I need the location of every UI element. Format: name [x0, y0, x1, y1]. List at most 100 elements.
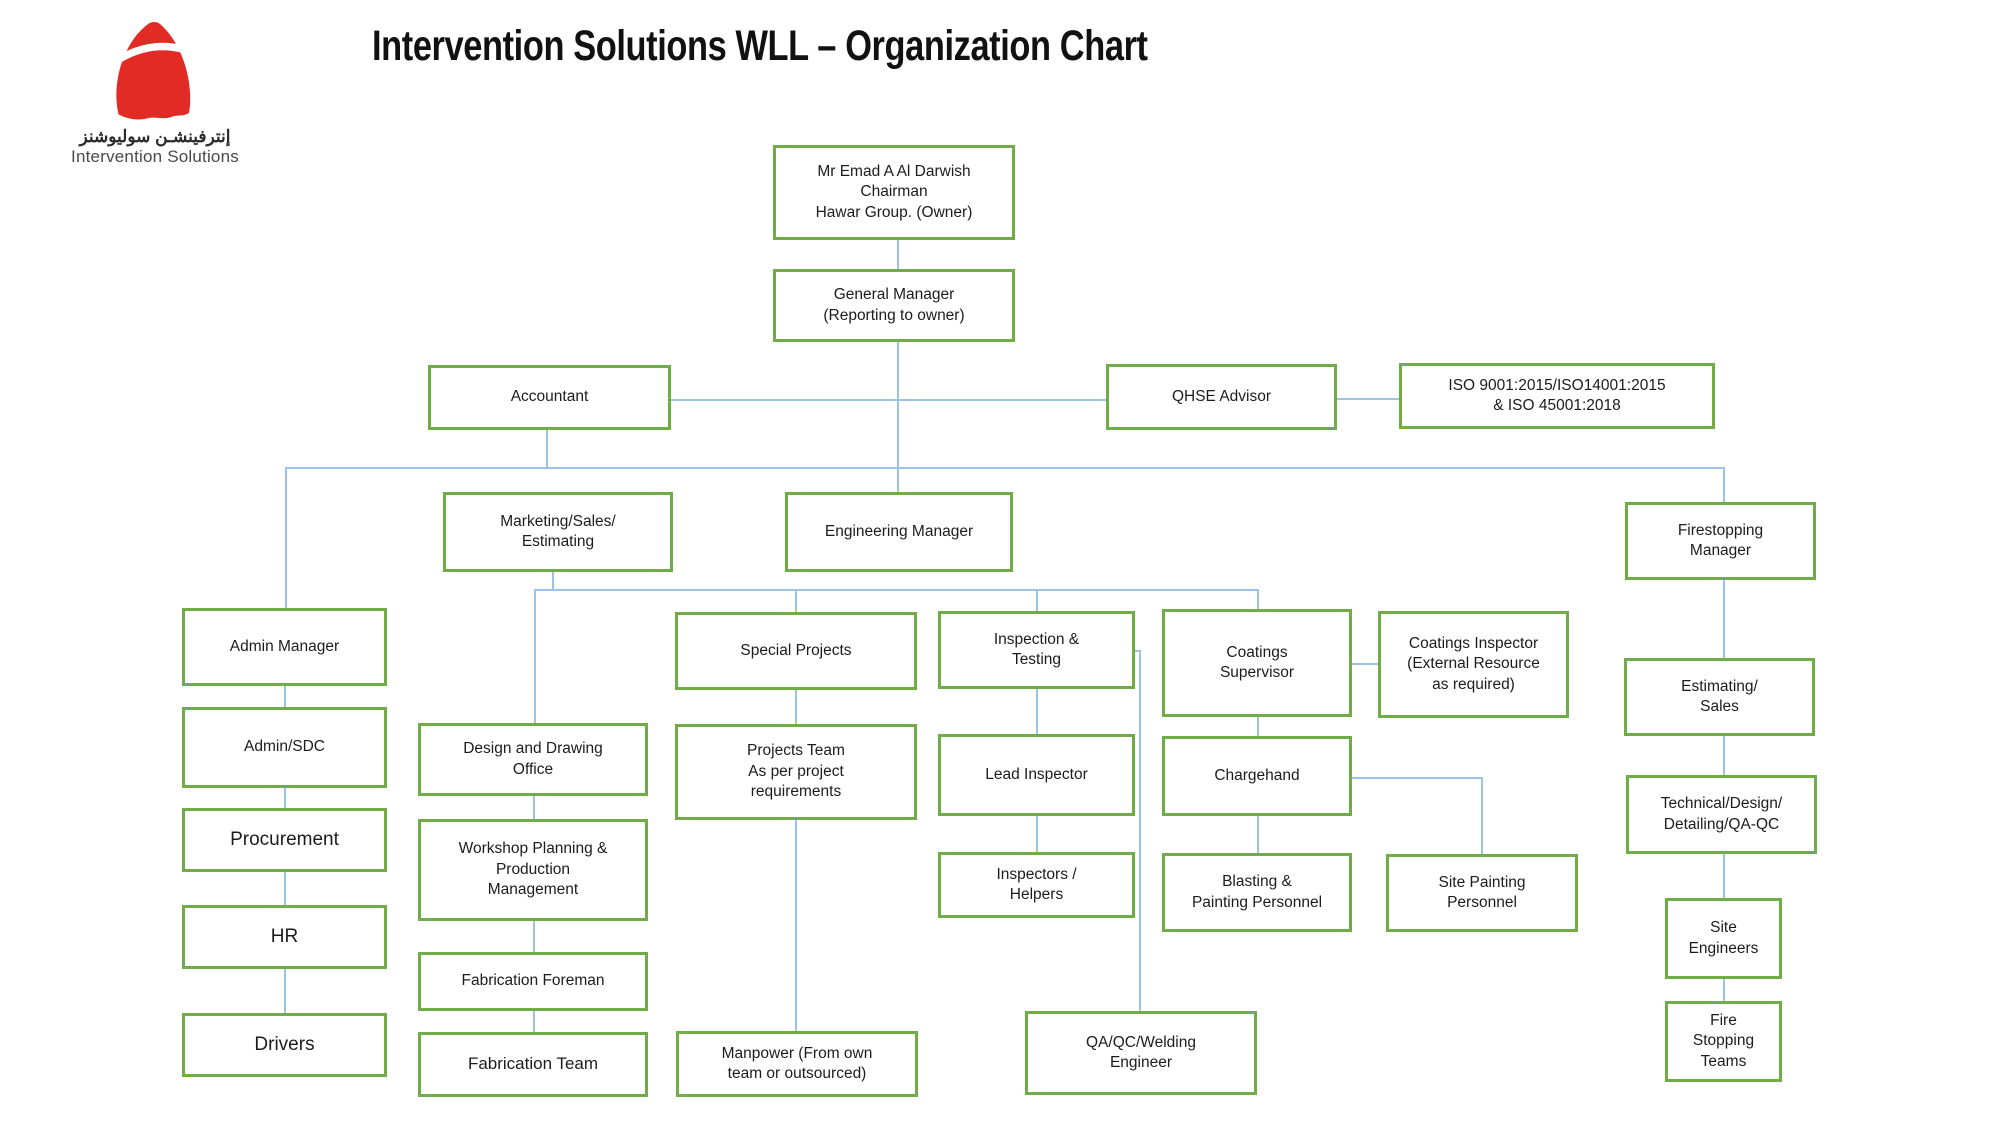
org-box-label-line: Site Painting [1438, 873, 1526, 891]
org-box-label-line: & ISO 45001:2018 [1493, 397, 1621, 414]
connector-line [1257, 816, 1259, 853]
connector-line [284, 788, 286, 808]
connector-line [1723, 854, 1725, 898]
org-box-label-line: Helpers [1009, 886, 1064, 903]
org-box-label-line: Engineering Manager [824, 522, 974, 540]
org-box-label-line: Painting Personnel [1191, 893, 1323, 911]
org-box-iso-certifications: ISO 9001:2015/ISO14001:2015 & ISO 45001:2… [1399, 363, 1715, 429]
org-box-special-projects: Special Projects [675, 612, 917, 690]
org-box-label-line: team or outsourced) [727, 1065, 867, 1082]
org-box-label-line: Estimating [521, 533, 595, 550]
connector-line [552, 572, 554, 589]
org-box-label-line: Hawar Group. (Owner) [815, 203, 973, 221]
org-box-label-line: Fabrication Foreman [461, 972, 605, 990]
org-box-inspection-testing: Inspection & Testing [938, 611, 1135, 689]
org-box-label-line: Site [1710, 919, 1737, 937]
connector-line [897, 342, 899, 492]
company-logo: إنترفينشـن سوليوشنز Intervention Solutio… [55, 18, 255, 166]
connector-line [1134, 650, 1141, 652]
org-box-label-line: Manager [1689, 542, 1752, 559]
org-box-lead-inspector: Lead Inspector [938, 734, 1135, 816]
connector-line [1723, 580, 1725, 658]
connector-line [1257, 717, 1259, 736]
org-box-label-line: Coatings Inspector [1408, 634, 1539, 652]
org-box-label-line: Manpower (From own [721, 1044, 873, 1062]
org-box-label-line: Stopping [1692, 1032, 1755, 1050]
connector-line [284, 969, 286, 1013]
org-box-label-line: Procurement [230, 829, 339, 851]
org-box-label-line: as required) [1432, 675, 1515, 693]
org-box-label-line: (Reporting to owner) [823, 306, 965, 324]
org-box-chargehand: Chargehand [1162, 736, 1352, 816]
org-box-label-line: HR [270, 926, 299, 948]
org-box-inspectors-helpers: Inspectors / Helpers [938, 852, 1135, 918]
org-box-label-line: Coatings [1226, 643, 1288, 661]
org-box-label-line: Testing [1011, 651, 1062, 668]
org-box-label-line: ISO 9001:2015/ISO14001:2015 [1448, 376, 1666, 394]
org-box-label-line: Technical/Design/ [1660, 795, 1783, 813]
connector-line [533, 796, 535, 819]
connector-line [1723, 736, 1725, 775]
connector-line [897, 240, 899, 269]
connector-line [546, 430, 548, 467]
org-box-marketing-sales-estimating: Marketing/Sales/Estimating [443, 492, 673, 572]
org-box-label-line: Mr Emad A Al Darwish [817, 162, 971, 180]
org-box-label-line: requirements [750, 783, 842, 801]
org-box-label-line: Inspectors / [996, 865, 1077, 883]
logo-arabic-text: إنترفينشـن سوليوشنز [79, 127, 231, 146]
connector-line [1036, 816, 1038, 852]
connector-line [533, 921, 535, 952]
org-box-label-line: Fire [1710, 1011, 1737, 1029]
connector-line [1481, 777, 1483, 854]
org-box-label-line: Detailing/QA-QC [1663, 815, 1780, 833]
connector-line [795, 589, 797, 612]
org-box-accountant: Accountant [428, 365, 671, 430]
connector-line [533, 1011, 535, 1032]
connector-line [1257, 589, 1259, 609]
org-box-fabrication-team: Fabrication Team [418, 1032, 648, 1097]
org-box-label-line: Chargehand [1214, 766, 1300, 784]
org-box-blasting-painting-personnel: Blasting & Painting Personnel [1162, 853, 1352, 932]
org-box-label-line: Sales [1700, 698, 1739, 715]
connector-line [285, 467, 287, 608]
org-box-technical-design-detailing: Technical/Design/Detailing/QA-QC [1626, 775, 1817, 854]
org-box-label-line: Personnel [1447, 894, 1517, 911]
org-box-label-line: Workshop Planning & [458, 840, 608, 858]
connector-line [1337, 398, 1399, 400]
org-box-label-line: Teams [1700, 1052, 1747, 1070]
connector-line [1352, 663, 1378, 665]
connector-line [795, 690, 797, 724]
org-box-engineering-manager: Engineering Manager [785, 492, 1013, 572]
org-box-label-line: General Manager [833, 286, 955, 304]
org-box-procurement: Procurement [182, 808, 387, 872]
logo-english-text: Intervention Solutions [71, 146, 239, 166]
org-box-general-manager: General Manager (Reporting to owner) [773, 269, 1015, 342]
org-box-label-line: Engineers [1688, 939, 1759, 957]
org-box-label-line: Office [512, 760, 554, 778]
org-box-label-line: Admin/SDC [244, 738, 325, 756]
org-box-label-line: Lead Inspector [985, 765, 1088, 783]
org-box-manpower: Manpower (From own team or outsourced) [676, 1031, 918, 1097]
org-box-label-line: Management [487, 881, 579, 899]
org-box-drivers: Drivers [182, 1013, 387, 1077]
connector-line [671, 399, 1106, 401]
org-box-hr: HR [182, 905, 387, 969]
logo-mark-icon [106, 22, 204, 120]
org-box-label-line: Inspection & [993, 630, 1080, 648]
org-box-label-line: Blasting & [1222, 873, 1292, 891]
org-box-label-line: Marketing/Sales/ [500, 512, 616, 530]
org-box-label-line: As per project [748, 762, 844, 780]
org-box-label-line: QA/QC/Welding [1086, 1033, 1196, 1051]
org-box-admin-manager: Admin Manager [182, 608, 387, 686]
connector-line [1036, 689, 1038, 734]
org-box-estimating-sales: Estimating/Sales [1624, 658, 1815, 736]
